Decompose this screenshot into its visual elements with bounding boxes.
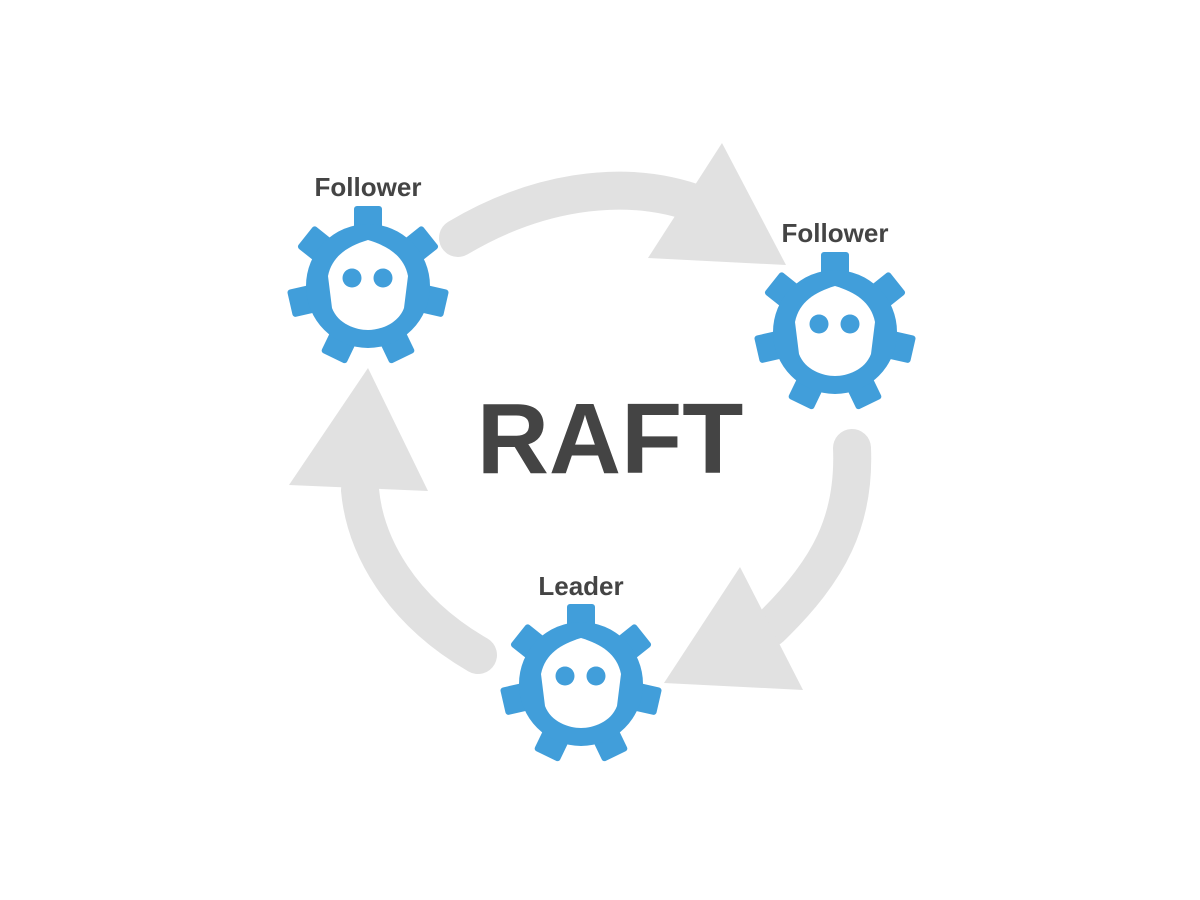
arrow-head-follower-to-follower xyxy=(648,143,786,265)
arrow-head-leader-to-follower xyxy=(289,368,428,491)
arrow-follower-to-follower xyxy=(439,171,719,257)
cycle-arrows xyxy=(289,143,872,690)
diagram-title: RAFT xyxy=(477,383,744,495)
node-label-follower-right: Follower xyxy=(782,218,889,248)
arrow-follower-to-leader xyxy=(751,429,872,647)
arrow-head-follower-to-leader xyxy=(664,567,803,690)
node-leader: Leader xyxy=(499,571,663,763)
etcd-robot-icon xyxy=(753,252,917,411)
node-follower-right: Follower xyxy=(753,218,917,411)
etcd-robot-icon xyxy=(286,206,450,365)
node-label-follower-top-left: Follower xyxy=(315,172,422,202)
node-follower-top-left: Follower xyxy=(286,172,450,365)
node-label-leader: Leader xyxy=(538,571,623,601)
etcd-robot-icon xyxy=(499,604,663,763)
arrow-leader-to-follower xyxy=(341,471,497,674)
